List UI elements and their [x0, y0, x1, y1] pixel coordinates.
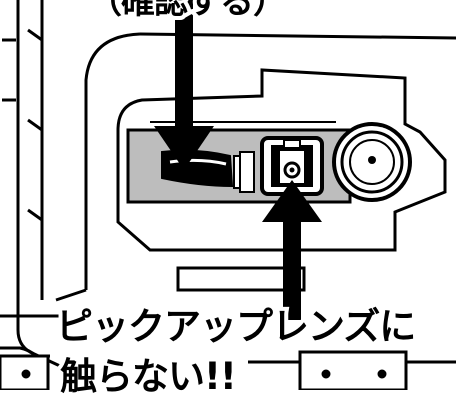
mechanism-frame: [116, 68, 447, 252]
arrow-up-icon: [262, 180, 322, 320]
caption-instruction-line1: ピックアップレンズに: [52, 301, 420, 352]
left-housing: [2, 0, 61, 368]
flex-cable: [161, 149, 255, 193]
arrow-down-icon: [154, 0, 214, 170]
caption-top: （確認する）: [84, 0, 291, 26]
lower-panel: [0, 266, 456, 390]
pickup-lens-assembly: [260, 136, 324, 196]
drive-mechanism-drawing: [0, 0, 456, 390]
caption-instruction-line2: 触らない!!: [56, 351, 241, 400]
spindle-turntable: [332, 122, 412, 202]
